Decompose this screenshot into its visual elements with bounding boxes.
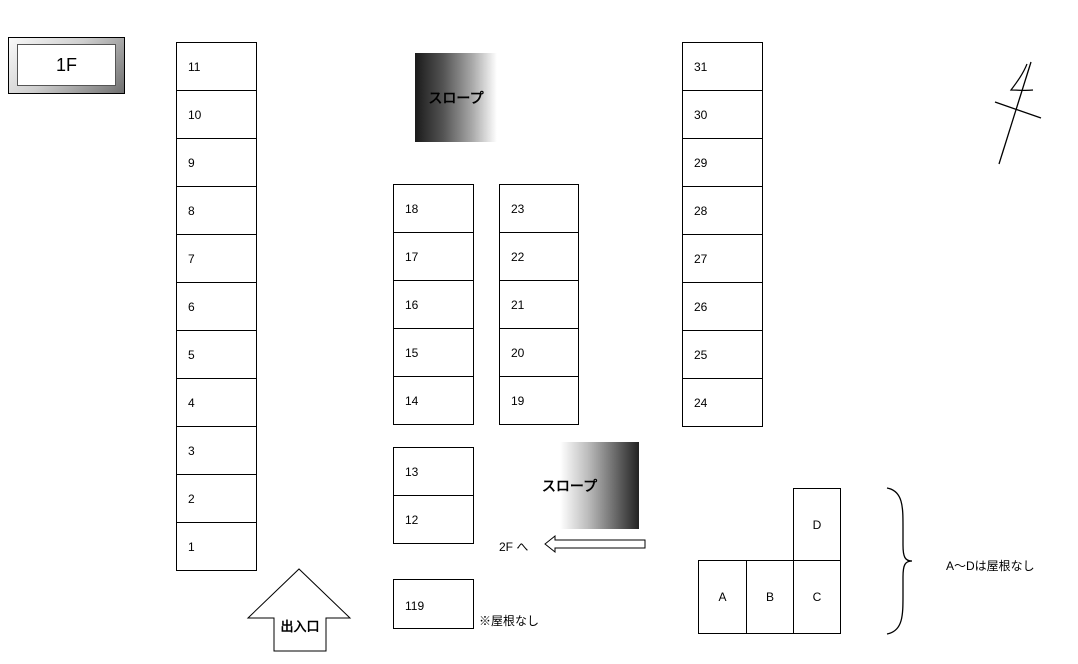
stall: 4	[176, 378, 257, 427]
to-2f-label: 2F へ	[499, 540, 529, 554]
stall: 24	[682, 378, 763, 427]
stall: 29	[682, 138, 763, 187]
stall-label: 31	[694, 59, 708, 74]
stall: 18	[393, 184, 474, 233]
stall-label: 18	[405, 201, 419, 216]
slope-label: スロープ	[541, 477, 598, 494]
stall-label: C	[812, 590, 822, 604]
stall: 15	[393, 328, 474, 377]
stall-label: 7	[188, 251, 195, 266]
stall-label: D	[812, 517, 822, 532]
stall: 30	[682, 90, 763, 139]
slope-label: スロープ	[428, 89, 484, 106]
stall-c: C	[793, 560, 841, 634]
left-arrow-icon	[544, 534, 646, 554]
entrance-label: 出入口	[280, 619, 320, 634]
stall: 19	[499, 376, 579, 425]
stall: 7	[176, 234, 257, 283]
stall-label: 8	[188, 203, 195, 218]
stall-label: 4	[188, 395, 195, 410]
stall: 14	[393, 376, 474, 425]
curly-brace-icon	[886, 487, 913, 635]
stall-label: 30	[694, 107, 708, 122]
stall: 8	[176, 186, 257, 235]
stall: 22	[499, 232, 579, 281]
stall-label: 19	[511, 393, 525, 408]
stall: 21	[499, 280, 579, 329]
floor-label: 1F	[17, 44, 116, 86]
slope-top: スロープ	[415, 53, 497, 142]
stall-label: 119	[405, 599, 425, 613]
stall-label: 2	[188, 491, 195, 506]
stall-label: 21	[511, 297, 525, 312]
stall: 10	[176, 90, 257, 139]
stall-label: 10	[188, 107, 202, 122]
stall: 3	[176, 426, 257, 475]
stall-label: 25	[694, 347, 708, 362]
stall-a: A	[698, 560, 747, 634]
stall: 12	[393, 495, 474, 544]
stall-label: 26	[694, 299, 708, 314]
stall-label: B	[765, 590, 774, 604]
stall: 28	[682, 186, 763, 235]
stall-label: 27	[694, 251, 708, 266]
stall-label: 20	[511, 345, 525, 360]
stall: 17	[393, 232, 474, 281]
stall: 23	[499, 184, 579, 233]
stall: 20	[499, 328, 579, 377]
floor-label-panel: 1F	[8, 37, 125, 94]
stall-119: 119	[393, 579, 474, 629]
open-area-note: A～Dは屋根なし	[946, 559, 1035, 573]
stall-label: 17	[405, 249, 419, 264]
stall-label: 5	[188, 347, 195, 362]
stall-label: 16	[405, 297, 419, 312]
stall: 13	[393, 447, 474, 496]
stall-label: 24	[694, 395, 708, 410]
stall: 5	[176, 330, 257, 379]
stall-label: 28	[694, 203, 708, 218]
stall-label: 22	[511, 249, 525, 264]
stall: 9	[176, 138, 257, 187]
stall: 11	[176, 42, 257, 91]
stall-label: 11	[188, 59, 201, 74]
stall-label: 12	[405, 512, 419, 527]
stall: 6	[176, 282, 257, 331]
up-arrow-icon	[246, 568, 352, 652]
stall: 25	[682, 330, 763, 379]
stall: 2	[176, 474, 257, 523]
stall-label: 29	[694, 155, 708, 170]
stall-label: 1	[188, 539, 195, 554]
stall-label: 3	[188, 443, 195, 458]
stall: 31	[682, 42, 763, 91]
stall: 26	[682, 282, 763, 331]
stall-label: A	[718, 590, 727, 604]
stall-label: 14	[405, 393, 419, 408]
stall-label: 15	[405, 345, 419, 360]
stall: 1	[176, 522, 257, 571]
slope-bottom: スロープ	[542, 442, 639, 529]
stall-d: D	[793, 488, 841, 561]
stall-label: 23	[511, 201, 525, 216]
north-arrow-icon	[994, 61, 1042, 165]
stall: 16	[393, 280, 474, 329]
stall-label: 13	[405, 464, 419, 479]
stall-label: 6	[188, 299, 195, 314]
stall: 27	[682, 234, 763, 283]
no-roof-note: ※屋根なし	[479, 614, 540, 628]
stall-b: B	[746, 560, 794, 634]
stall-label: 9	[188, 155, 195, 170]
